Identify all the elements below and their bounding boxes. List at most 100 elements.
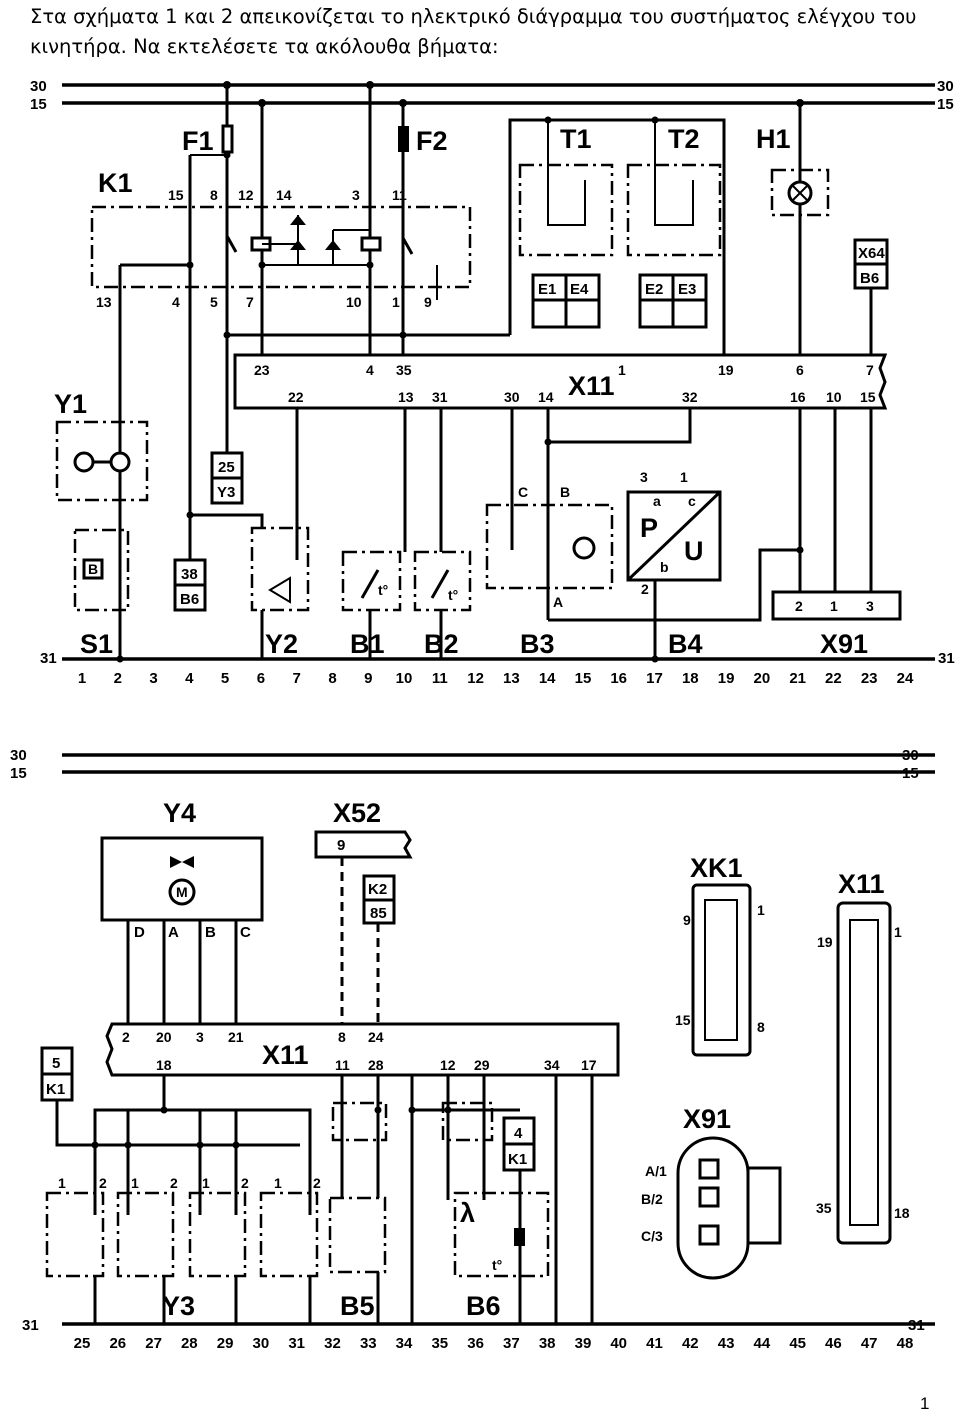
b4-diag <box>626 490 722 582</box>
b3-pin-b: B <box>560 484 570 500</box>
y3a-pin-2: 2 <box>99 1175 107 1191</box>
page-number: 1 <box>920 1394 930 1413</box>
y4-wires <box>126 920 238 1024</box>
k1-pin-1: 1 <box>392 294 400 310</box>
b5-label: B5 <box>340 1291 375 1321</box>
wire-b4-x91 <box>655 548 800 622</box>
t1-label: T1 <box>560 124 592 154</box>
x52-label: X52 <box>333 798 381 828</box>
path-number-23: 23 <box>861 670 878 687</box>
bus2-30-left: 30 <box>10 747 27 764</box>
ground-drops <box>118 610 443 659</box>
y4-pin-d: D <box>134 924 145 941</box>
junction <box>258 261 266 269</box>
motor-icon <box>168 878 196 906</box>
k1-pin-9: 9 <box>424 294 432 310</box>
bus-15-label-right: 15 <box>937 96 954 113</box>
path-number-4: 4 <box>185 670 194 687</box>
intro-text: Στα σχήματα 1 και 2 απεικονίζεται το ηλε… <box>30 5 917 58</box>
path-number-5: 5 <box>221 670 229 687</box>
y2-box <box>250 526 310 612</box>
xk1-connector <box>691 883 752 1057</box>
y3-label: Y3 <box>162 1291 195 1321</box>
xk1-pin-9: 9 <box>683 912 691 928</box>
wire-injector-feed <box>508 118 726 355</box>
b1-box <box>341 550 402 612</box>
b5-box <box>328 1196 387 1274</box>
b6-heater <box>514 1228 525 1246</box>
b3-pin-c: C <box>518 484 528 500</box>
x91-latch <box>746 1166 782 1245</box>
b4-label: B4 <box>668 629 703 659</box>
y3-injector-2 <box>116 1191 175 1278</box>
y3-pin-labels: 1 2 1 2 1 2 1 2 <box>58 1175 321 1191</box>
junction <box>796 546 804 554</box>
path-number-27: 27 <box>145 1335 162 1352</box>
x11-connector-2 <box>105 1022 620 1077</box>
x11-pin-1: 1 <box>618 362 626 378</box>
x11c-pin-18: 18 <box>894 1205 910 1221</box>
x91-socket-b <box>698 1186 720 1208</box>
b3-box <box>485 503 614 590</box>
x91-connector <box>771 590 902 621</box>
x11b-pin-29: 29 <box>474 1057 490 1073</box>
k1-label: K1 <box>98 168 133 198</box>
tag-38: 38 <box>181 566 198 583</box>
x11-pin-35: 35 <box>396 362 412 378</box>
b4-pin-1: 1 <box>680 469 688 485</box>
path-number-15: 15 <box>575 670 592 687</box>
b3-sensor-icon <box>572 536 596 560</box>
junction <box>223 331 231 339</box>
tag-k2: K2 <box>368 881 387 898</box>
bus-31-label-left: 31 <box>40 650 57 667</box>
k1-contact-1 <box>225 200 238 340</box>
t2-label: T2 <box>668 124 700 154</box>
x91c-pin-a1: A/1 <box>645 1163 667 1179</box>
x11b-pin-20: 20 <box>156 1029 172 1045</box>
x11-pin-22: 22 <box>288 389 304 405</box>
b2-box <box>413 550 472 612</box>
b5-shield <box>331 1101 388 1142</box>
b4-p-symbol: P <box>640 513 658 543</box>
path-number-48: 48 <box>897 1335 914 1352</box>
path-number-46: 46 <box>825 1335 842 1352</box>
k1-contact-2 <box>401 200 414 355</box>
b1-temp-symbol: t° <box>378 582 388 598</box>
path-number-14: 14 <box>539 670 556 687</box>
y3-injector-1 <box>45 1191 105 1278</box>
x11-label: X11 <box>568 371 615 401</box>
bus-15-label-left: 15 <box>30 96 47 113</box>
tag-b6b: B6 <box>180 591 199 608</box>
t1-box <box>518 163 614 257</box>
k1-pin-8: 8 <box>210 187 218 203</box>
path-number-39: 39 <box>575 1335 592 1352</box>
fuse-f1 <box>221 124 234 154</box>
wire-b6 <box>410 1075 520 1324</box>
s1-label: S1 <box>80 629 113 659</box>
path-number-21: 21 <box>789 670 806 687</box>
x11-pin-6: 6 <box>796 362 804 378</box>
x11c-pin-35: 35 <box>816 1200 832 1216</box>
x11b-pin-3: 3 <box>196 1029 204 1045</box>
f2-label: F2 <box>416 126 448 156</box>
b6-shield <box>441 1101 494 1142</box>
x11-connector-face <box>836 901 892 1245</box>
x11b-pin-34: 34 <box>544 1057 560 1073</box>
junction <box>116 655 124 663</box>
k1-pin-7: 7 <box>246 294 254 310</box>
x11-pin-31: 31 <box>432 389 448 405</box>
x91-pin-2: 2 <box>795 598 803 614</box>
injector-e1: E1 <box>538 281 556 298</box>
path-number-44: 44 <box>754 1335 771 1352</box>
wire-b3-gnd <box>548 580 657 622</box>
k1-pin-13: 13 <box>96 294 112 310</box>
y2-label: Y2 <box>265 629 298 659</box>
path-number-24: 24 <box>897 670 914 687</box>
fuse-f2 <box>398 126 409 152</box>
x11c-label: X11 <box>838 869 885 899</box>
k1-pin-11: 11 <box>392 187 407 203</box>
tag-5: 5 <box>52 1055 60 1072</box>
y1-label: Y1 <box>54 389 87 419</box>
h1-label: H1 <box>756 124 791 154</box>
